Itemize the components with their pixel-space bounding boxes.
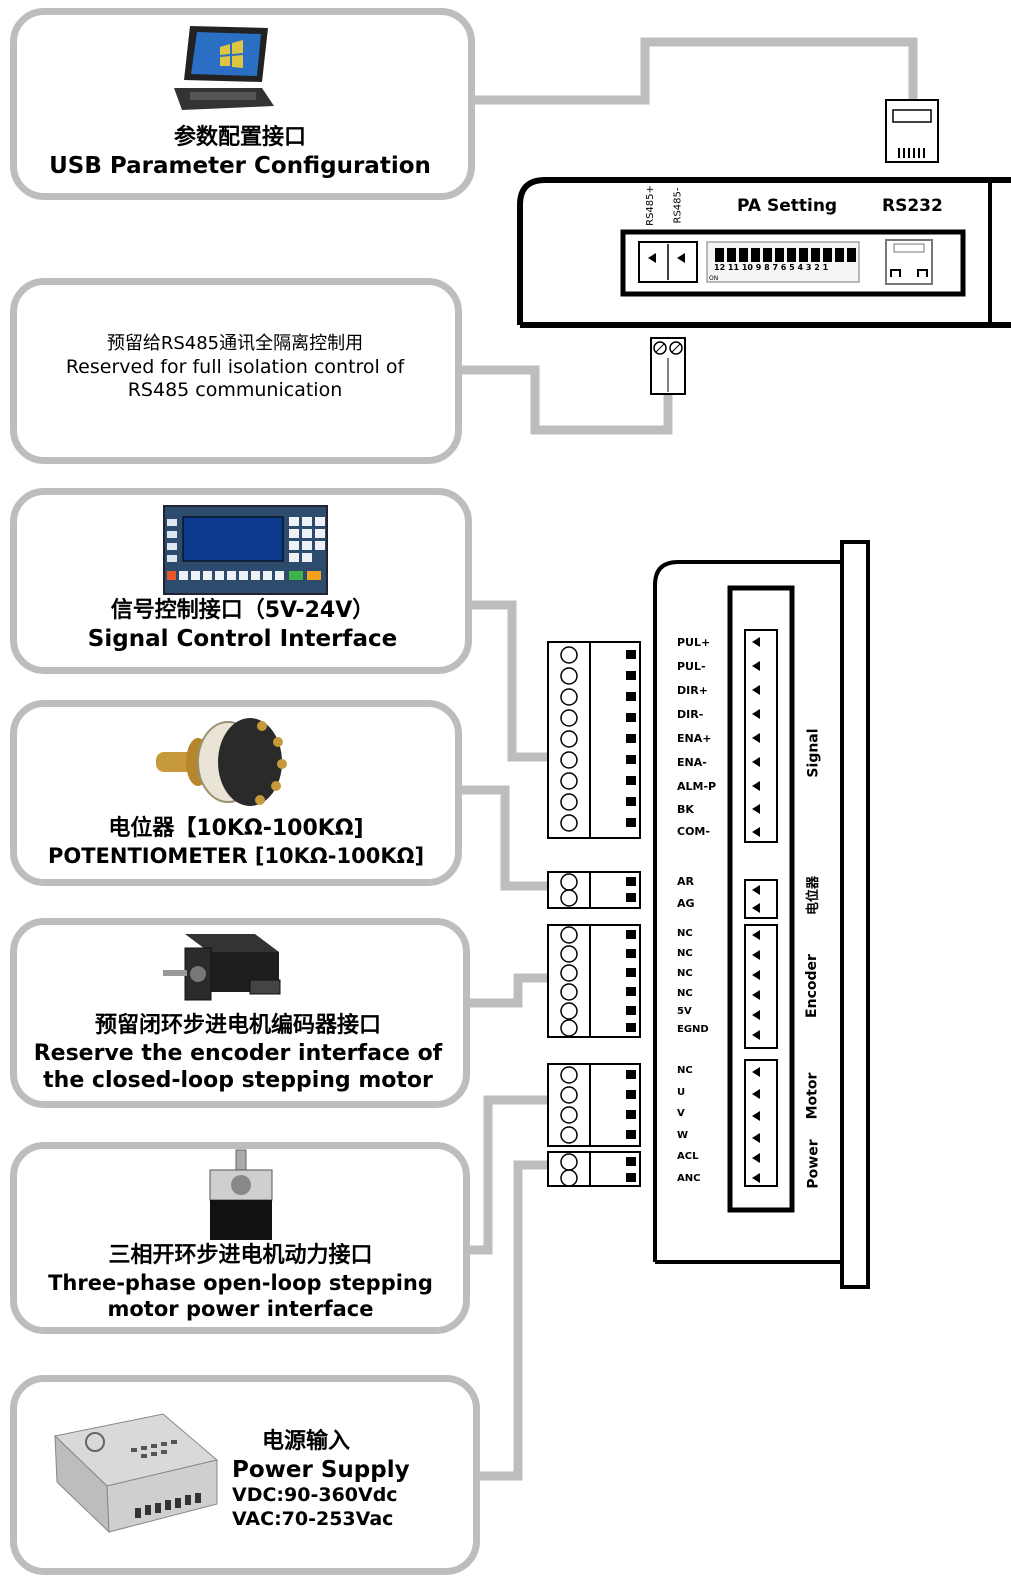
- usb-en: USB Parameter Configuration: [49, 152, 431, 179]
- pin-label: 5V: [677, 1006, 692, 1017]
- pin-label: DIR-: [677, 708, 704, 721]
- pin-label: ENA-: [677, 756, 707, 769]
- dip-on-label: ON: [709, 275, 719, 282]
- stepper-motor-icon: [209, 1149, 273, 1240]
- rs485-minus-label: RS485-: [672, 187, 684, 224]
- power-supply-unit-icon: [53, 1413, 219, 1534]
- rs232-label: RS232: [882, 196, 943, 216]
- encoder-motor-icon: [163, 934, 281, 1001]
- motor-en2: motor power interface: [107, 1296, 374, 1321]
- potentiometer-icon: [156, 718, 287, 806]
- pot-wire: [462, 785, 548, 891]
- pin-label: NC: [677, 928, 693, 939]
- signal-en: Signal Control Interface: [87, 625, 398, 652]
- pin-label: BK: [677, 803, 694, 816]
- motor-en1: Three-phase open-loop stepping: [48, 1270, 433, 1295]
- pin-label: AG: [677, 897, 695, 910]
- rs485-en1: Reserved for full isolation control of: [65, 355, 405, 378]
- signal-cn: 信号控制接口（5V-24V）: [110, 598, 375, 623]
- signal-wire: [472, 600, 548, 762]
- terminal-pins: [626, 650, 636, 1182]
- driver-top-panel: [517, 177, 1011, 328]
- rs485-en2: RS485 communication: [127, 379, 343, 402]
- pin-label: PUL+: [677, 636, 711, 649]
- motor-caption: 三相开环步进电机动力接口 Three-phase open-loop stepp…: [18, 1242, 463, 1322]
- screw-terminals: [547, 641, 641, 1187]
- pin-label: ENA+: [677, 732, 712, 745]
- rj45-plug-icon: [885, 99, 939, 163]
- driver-pin-blocks: [744, 629, 778, 1187]
- pot-group-label: 电位器: [806, 875, 822, 916]
- pin-label: EGND: [677, 1024, 709, 1035]
- power-dc: VDC:90-360Vdc: [232, 1484, 398, 1507]
- pin-label: NC: [677, 988, 693, 999]
- pin-label: ANC: [677, 1173, 701, 1184]
- usb-caption: 参数配置接口 USB Parameter Configuration: [20, 124, 460, 180]
- signal-caption: 信号控制接口（5V-24V） Signal Control Interface: [20, 597, 465, 653]
- driver-pin-arrows: [752, 637, 760, 1183]
- usb-wire: [475, 37, 918, 105]
- power-en: Power Supply: [232, 1456, 410, 1483]
- pin-label: ALM-P: [677, 780, 717, 793]
- motor-wire: [470, 1095, 548, 1255]
- pin-label: U: [677, 1087, 686, 1098]
- power-group-label: Power: [805, 1139, 822, 1189]
- pin-label: ACL: [677, 1151, 699, 1162]
- motor-cn: 三相开环步进电机动力接口: [108, 1243, 373, 1268]
- pot-en: POTENTIOMETER [10KΩ-100KΩ]: [47, 843, 425, 868]
- usb-cn: 参数配置接口: [173, 125, 306, 150]
- pa-setting-label: PA Setting: [737, 196, 838, 216]
- laptop-icon: [174, 26, 274, 110]
- rs485-cn: 预留给RS485通讯全隔离控制用: [106, 333, 364, 354]
- encoder-wire: [470, 973, 548, 1008]
- pin-label: NC: [677, 1065, 693, 1076]
- pin-label: NC: [677, 968, 693, 979]
- pin-label: PUL-: [677, 660, 706, 673]
- signal-group-label: Signal: [805, 728, 822, 778]
- encoder-group-label: Encoder: [803, 954, 820, 1018]
- rs485-caption: 预留给RS485通讯全隔离控制用 Reserved for full isola…: [20, 333, 450, 403]
- pin-label: W: [677, 1130, 689, 1141]
- hmi-controller-icon: [163, 505, 328, 595]
- pin-label: COM-: [677, 825, 710, 838]
- rs485-box: [10, 278, 462, 464]
- rs485-plus-label: RS485+: [644, 185, 656, 226]
- pin-label: V: [677, 1108, 685, 1119]
- screw-heads: [560, 646, 578, 1187]
- power-caption: 电源输入 Power Supply VDC:90-360Vdc VAC:70-2…: [232, 1428, 412, 1532]
- power-wire: [480, 1160, 548, 1481]
- rs485-terminal-icon: [650, 337, 686, 395]
- rs485-wire: [462, 365, 673, 435]
- pin-label: AR: [677, 875, 694, 888]
- encoder-en2: the closed-loop stepping motor: [43, 1068, 433, 1093]
- encoder-cn: 预留闭环步进电机编码器接口: [94, 1013, 381, 1038]
- dip-numbers: 12 11 10 9 8 7 6 5 4 3 2 1: [714, 263, 829, 272]
- power-ac: VAC:70-253Vac: [232, 1508, 394, 1530]
- motor-group-label: Motor: [804, 1072, 821, 1120]
- encoder-caption: 预留闭环步进电机编码器接口 Reserve the encoder interf…: [18, 1012, 458, 1095]
- pot-cn: 电位器【10KΩ-100KΩ]: [108, 816, 364, 841]
- power-cn: 电源输入: [262, 1429, 351, 1454]
- pin-label: DIR+: [677, 684, 708, 697]
- encoder-en1: Reserve the encoder interface of: [33, 1040, 443, 1066]
- pin-label: NC: [677, 948, 693, 959]
- pot-caption: 电位器【10KΩ-100KΩ] POTENTIOMETER [10KΩ-100K…: [20, 815, 452, 869]
